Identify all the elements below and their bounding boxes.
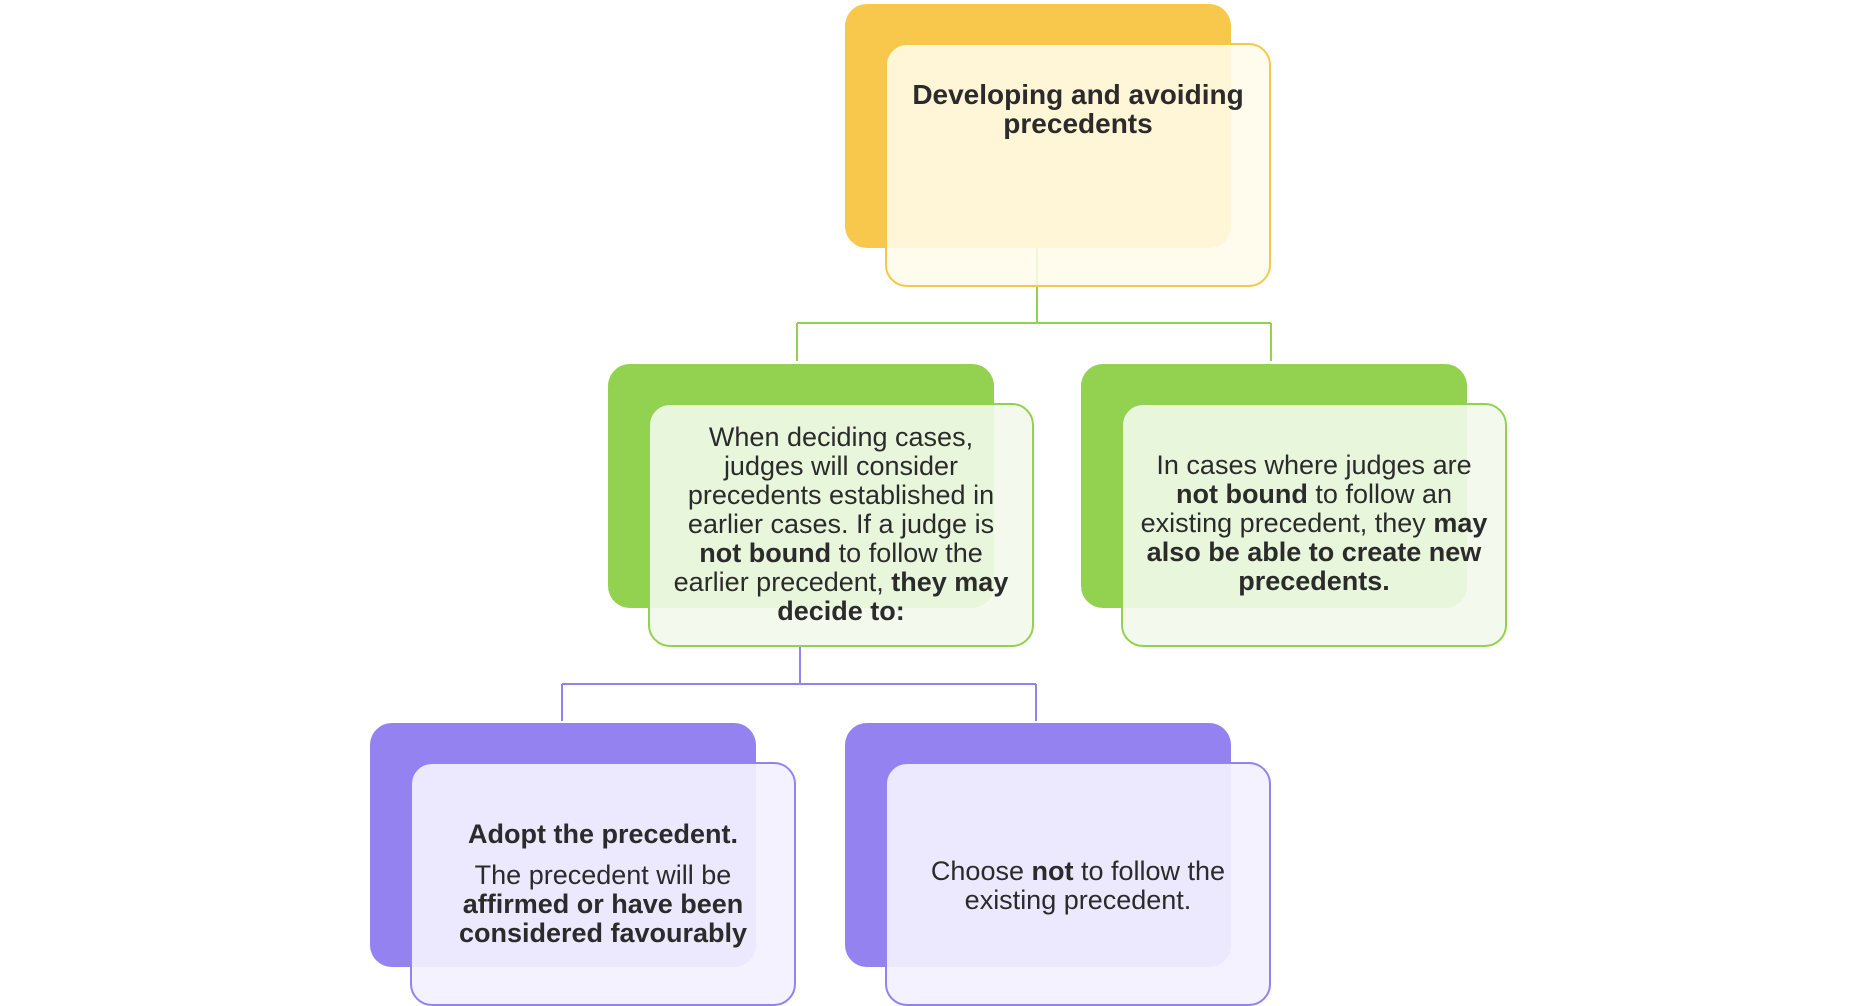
node-lead: Adopt the precedent. (467, 819, 738, 849)
text-part: In cases where judges are (1156, 450, 1472, 480)
text-bold: not (1031, 856, 1074, 886)
node-text: Choose not to follow the existing preced… (903, 857, 1253, 915)
connector-decide-to-purple (561, 647, 1037, 721)
diagram-title: Developing and avoiding precedents (912, 78, 1244, 139)
text-part: to follow an existing precedent, they (1140, 479, 1453, 538)
text-part: The precedent will be (474, 860, 732, 890)
text-part: to follow the existing precedent. (964, 856, 1226, 915)
node-choose-not-to-follow: Choose not to follow the existing preced… (845, 723, 1271, 1006)
text-part: Choose (930, 856, 1032, 886)
node-card: Developing and avoiding precedents (885, 43, 1271, 287)
text-bold: may also be able to create new precedent… (1146, 508, 1488, 596)
text-bold: not bound (1175, 479, 1308, 509)
node-card: Choose not to follow the existing preced… (885, 762, 1271, 1006)
node-developing-avoiding-precedents: Developing and avoiding precedents (845, 4, 1271, 287)
node-card: Adopt the precedent. The precedent will … (410, 762, 796, 1006)
text-part: When deciding cases, judges will conside… (687, 422, 995, 539)
node-text: The precedent will be affirmed or have b… (428, 861, 778, 948)
node-when-deciding-cases: When deciding cases, judges will conside… (608, 364, 1034, 647)
text-bold: they may decide to: (777, 567, 1009, 626)
text-bold: not bound (699, 538, 832, 568)
node-card: When deciding cases, judges will conside… (648, 403, 1034, 647)
node-text: In cases where judges are not bound to f… (1139, 451, 1489, 596)
text-bold: affirmed or have been considered favoura… (458, 889, 748, 948)
node-create-new-precedents: In cases where judges are not bound to f… (1081, 364, 1507, 647)
node-adopt-the-precedent: Adopt the precedent. The precedent will … (370, 723, 796, 1006)
text-part: to follow the earlier precedent, (673, 538, 983, 597)
node-text: When deciding cases, judges will conside… (666, 423, 1016, 626)
node-card: In cases where judges are not bound to f… (1121, 403, 1507, 647)
